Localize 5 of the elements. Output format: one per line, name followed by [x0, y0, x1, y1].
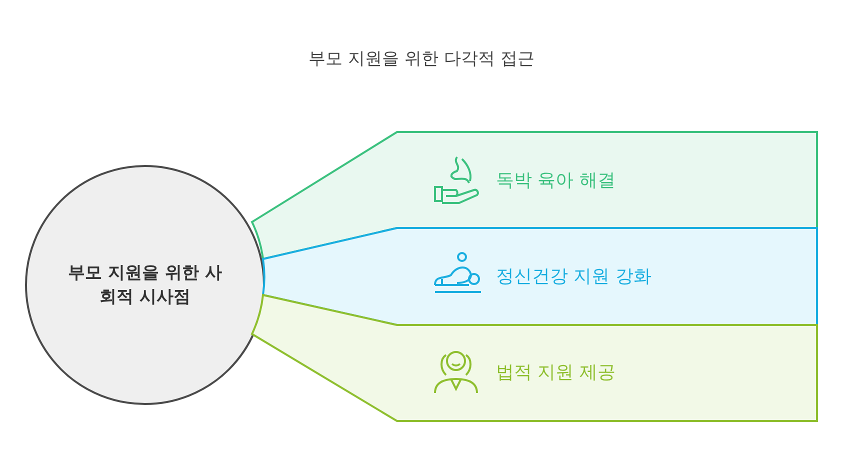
band-label: 정신건강 지원 강화 [496, 265, 652, 288]
topic-text: 부모 지원을 위한 사회적 시사점 [67, 262, 223, 309]
band-label: 독박 육아 해결 [496, 169, 616, 192]
band-label: 법적 지원 제공 [496, 361, 616, 384]
title: 부모 지원을 위한 다각적 접근 [308, 48, 536, 70]
